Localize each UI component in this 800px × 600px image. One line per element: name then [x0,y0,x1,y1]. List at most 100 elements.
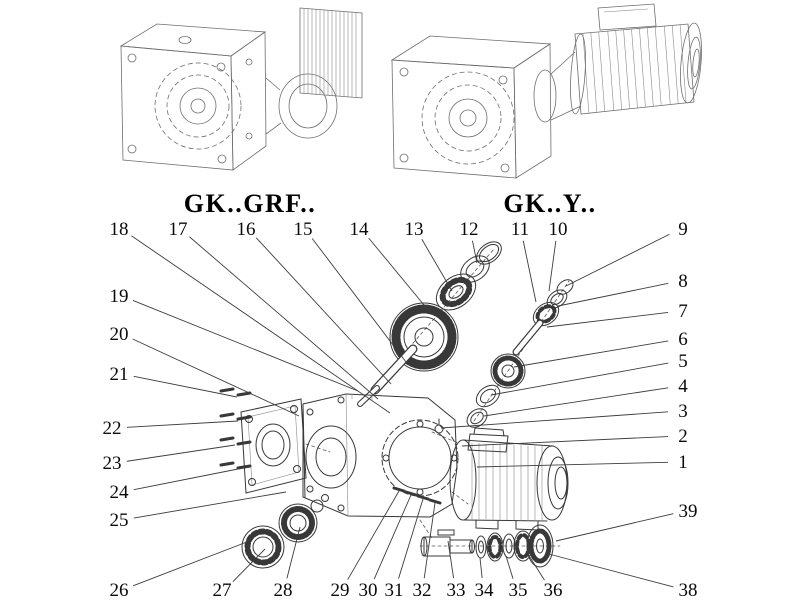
part-number-9: 9 [678,219,688,240]
leader-line-part-22 [126,420,239,428]
part-number-28: 28 [274,580,293,600]
leader-line-part-5 [490,362,669,396]
part-number-21: 21 [110,364,129,385]
gearbox-drawing-gk-grf [119,7,363,171]
part-number-31: 31 [385,580,404,600]
model-label-gk-grf: GK..GRF.. [183,189,317,218]
cover-screws [392,486,442,505]
part-number-11: 11 [511,219,529,240]
leader-line-part-34 [479,557,483,579]
part-number-36: 36 [544,580,563,600]
part-number-13: 13 [405,219,424,240]
leader-line-part-1 [476,461,669,468]
part-number-25: 25 [110,510,129,531]
part-number-30: 30 [359,580,378,600]
part-number-33: 33 [447,580,466,600]
input-gear [389,302,459,372]
part-number-22: 22 [103,418,122,439]
vent-plug [434,424,444,434]
output-shaft-assembly [420,524,554,568]
part-number-2: 2 [678,426,688,447]
leader-line-part-12 [471,240,478,264]
part-number-19: 19 [110,286,129,307]
leader-line-part-19 [132,300,359,392]
leader-lines [126,233,674,588]
leader-line-part-39 [555,513,674,542]
leader-line-part-24 [133,467,244,491]
leader-line-part-6 [513,340,669,368]
motor-drawing [570,3,702,115]
part-number-20: 20 [110,324,129,345]
leader-line-part-36 [525,550,545,581]
input-bearing [435,273,477,311]
leader-line-part-26 [132,539,253,587]
leader-line-part-17 [189,236,379,400]
part-number-23: 23 [103,453,122,474]
leader-line-part-30 [373,494,412,580]
leader-line-part-18 [131,235,391,414]
exploded-view [219,241,574,569]
part-number-26: 26 [110,580,129,600]
part-number-18: 18 [110,219,129,240]
leader-line-part-9 [565,233,670,287]
leader-line-part-29 [347,490,400,580]
part-number-1: 1 [678,452,688,473]
shaft-key [437,529,455,536]
part-number-29: 29 [331,580,350,600]
leader-line-part-27 [232,548,266,583]
part-number-35: 35 [509,580,528,600]
leader-line-part-3 [440,411,669,429]
leader-line-part-32 [423,502,436,579]
part-number-34: 34 [475,580,495,600]
leader-line-part-25 [133,491,287,519]
terminal-box-drawing [597,3,657,31]
part-number-39: 39 [679,501,698,522]
leader-line-part-38 [544,552,674,588]
part-number-4: 4 [678,376,688,397]
leader-line-part-13 [421,239,453,292]
leader-line-part-4 [483,387,669,417]
part-number-14: 14 [350,219,370,240]
gearmotor-drawing-gk-y [390,3,702,179]
leader-line-part-10 [548,240,557,292]
leader-line-part-15 [311,238,407,363]
leader-line-part-31 [398,498,424,579]
leader-line-part-14 [368,237,430,312]
leader-line-part-20 [132,338,300,417]
part-number-27: 27 [213,580,232,600]
part-number-15: 15 [294,219,313,240]
motor-terminal-box [467,433,509,453]
leader-line-part-35 [505,555,514,579]
leader-line-part-2 [461,436,669,447]
part-number-3: 3 [678,401,688,422]
leader-line-part-11 [522,240,537,303]
output-bearing-and-ring-gear [241,494,329,569]
part-number-12: 12 [460,219,479,240]
leader-line-part-16 [255,237,392,385]
leader-line-part-8 [557,282,669,307]
flange-bolts [219,387,252,470]
finned-cover-drawing [299,7,363,99]
pinion-shaft-assembly [466,279,574,428]
part-number-17: 17 [169,219,188,240]
leader-line-part-21 [133,375,238,398]
electric-motor [449,427,569,531]
mounting-flange-plate [240,398,307,494]
leader-line-part-7 [546,311,669,328]
ring-gear [278,503,318,543]
motor-adapter-drawing [533,69,557,123]
motor-foot [515,520,539,531]
gear-housing [302,393,459,518]
part-number-10: 10 [549,219,568,240]
part-number-7: 7 [678,301,688,322]
motor-foot [475,519,499,530]
part-number-6: 6 [678,329,688,350]
input-shaft-assembly [357,241,502,407]
part-number-5: 5 [678,351,688,372]
part-number-8: 8 [678,271,688,292]
model-label-gk-y: GK..Y.. [503,189,597,218]
part-number-16: 16 [237,219,256,240]
end-disc [526,524,554,568]
output-bearing [241,525,285,569]
